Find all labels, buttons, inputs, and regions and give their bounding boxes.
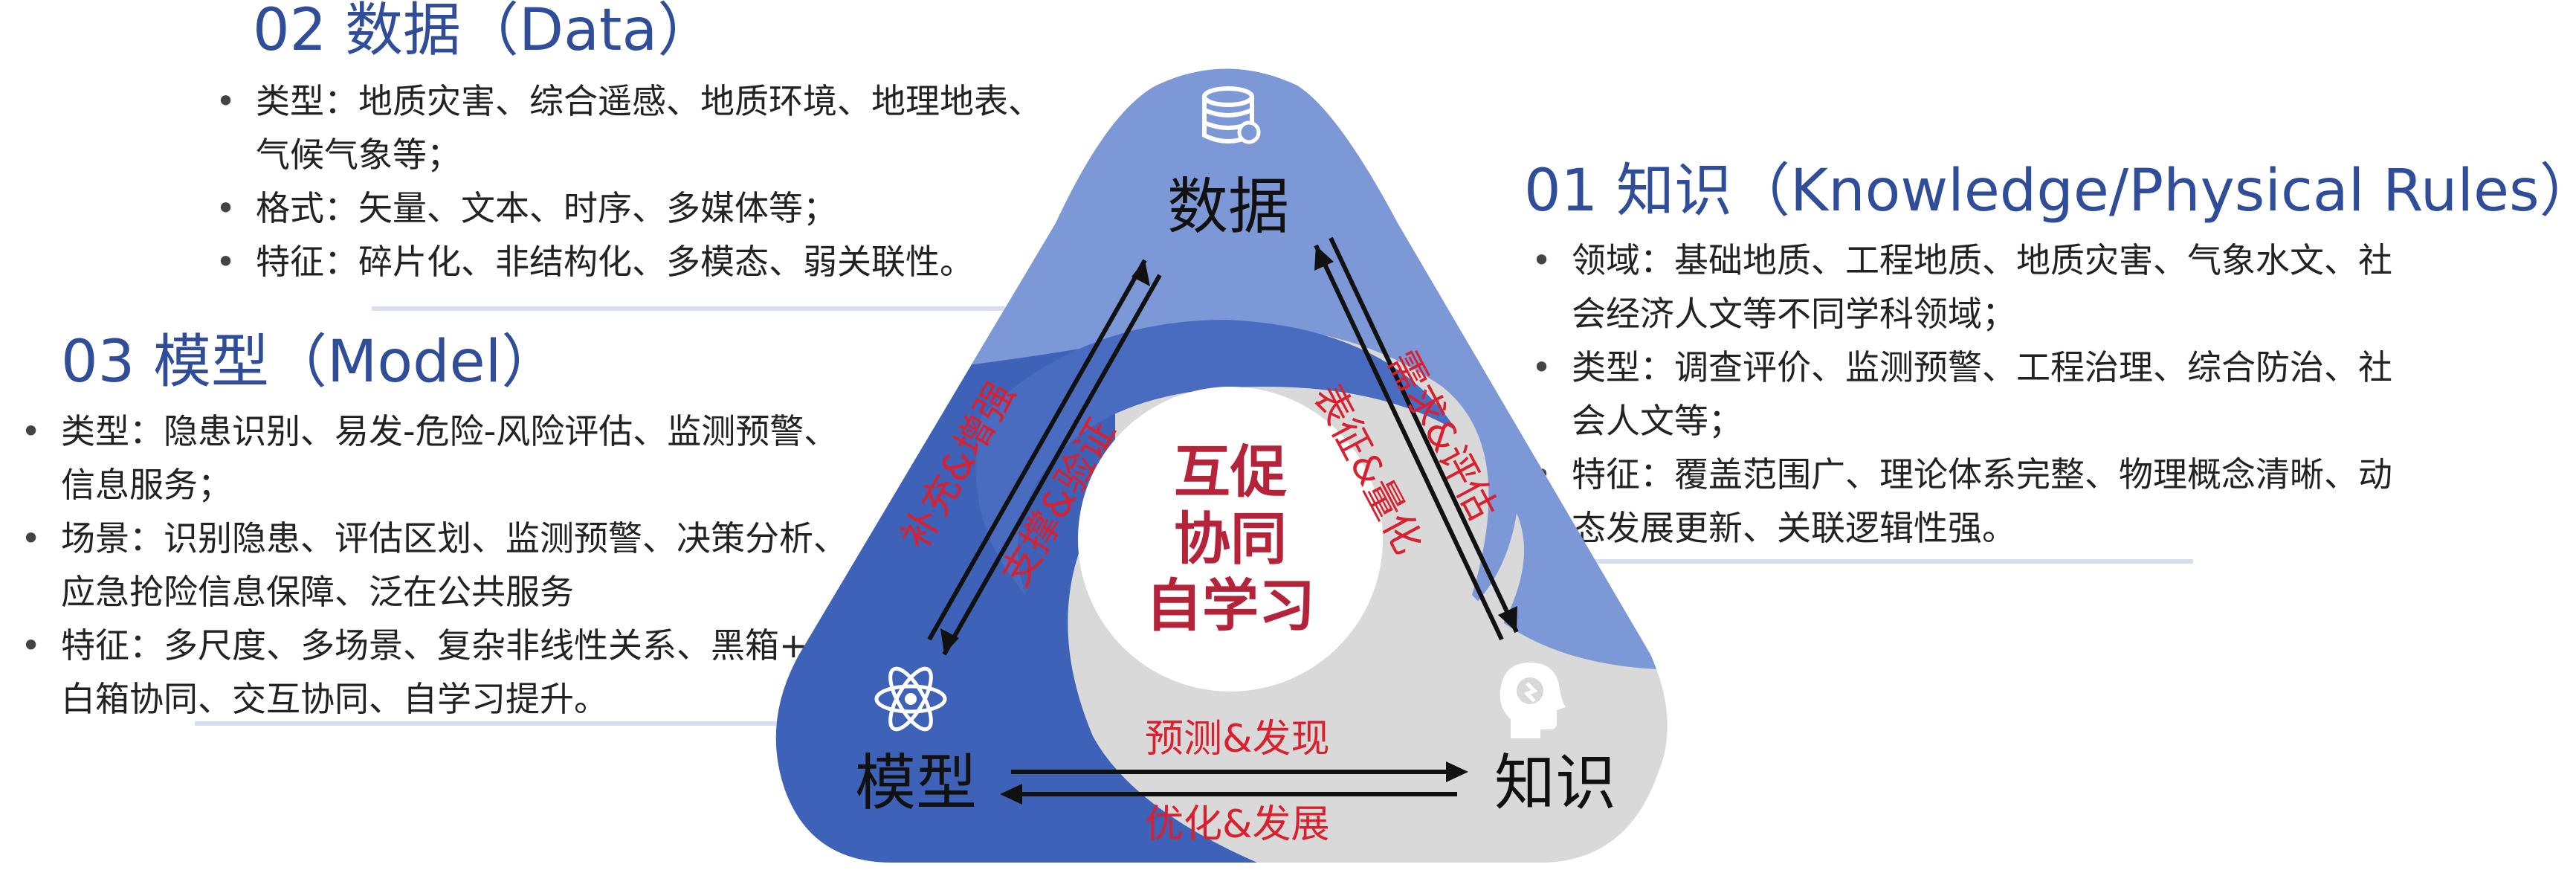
list-item: •类型：调查评价、监测预警、工程治理、综合防治、社 (1526, 341, 2392, 394)
arrow-knowledge-to-data (1314, 244, 1504, 641)
data-panel: •类型：地质灾害、综合遥感、地质环境、地理地表、 气候气象等； •格式：矢量、文… (210, 74, 1042, 289)
model-panel: •类型：隐患识别、易发-危险-风险评估、监测预警、 信息服务； •场景：识别隐患… (15, 405, 848, 726)
model-panel-heading: 03 模型（Model） (61, 329, 560, 396)
arrowhead (1132, 260, 1150, 286)
data-panel-divider (372, 306, 1026, 311)
model-panel-divider (195, 721, 790, 726)
bullet: • (216, 81, 236, 121)
arrowhead (1000, 784, 1022, 805)
center-line-1: 互促 (1174, 439, 1287, 505)
list-item: 信息服务； (61, 465, 232, 505)
list-item: •特征：多尺度、多场景、复杂非线性关系、黑箱+ (15, 619, 848, 672)
list-item: 态发展更新、关联逻辑性强。 (1572, 508, 2016, 548)
arrow-data-to-knowledge (1329, 236, 1519, 634)
bullet: • (21, 518, 42, 558)
arrowhead (940, 628, 959, 654)
arrowhead (1446, 761, 1468, 782)
node-data-label: 数据 (1167, 172, 1290, 242)
node-knowledge-label: 知识 (1494, 748, 1617, 819)
arrowhead (1498, 606, 1517, 632)
data-panel-heading: 02 数据（Data） (253, 0, 716, 64)
list-item: •类型：地质灾害、综合遥感、地质环境、地理地表、 (210, 74, 1042, 128)
list-item: •特征：覆盖范围广、理论体系完整、物理概念清晰、动 (1526, 448, 2392, 501)
edge-label-optimize-develop: 优化&发展 (1145, 802, 1330, 847)
arrowhead (1314, 245, 1334, 271)
list-item: 应急抢险信息保障、泛在公共服务 (61, 572, 574, 612)
list-item: •格式：矢量、文本、时序、多媒体等； (210, 181, 1042, 235)
knowledge-panel-heading: 01 知识（Knowledge/Physical Rules） (1524, 158, 2576, 225)
center-line-3: 自学习 (1146, 573, 1315, 639)
database-icon (1202, 86, 1261, 144)
bullet: • (21, 411, 42, 451)
list-item: •领域：基础地质、工程地质、地质灾害、气象水文、社 (1526, 233, 2392, 287)
arrow-model-to-data (927, 259, 1147, 641)
center-line-2: 协同 (1174, 506, 1287, 572)
edge-label-predict-discover: 预测&发现 (1145, 717, 1330, 761)
knowledge-panel-divider (1584, 559, 2193, 564)
head-lightbulb-icon (1500, 663, 1566, 738)
list-item: 白箱协同、交互协同、自学习提升。 (61, 679, 608, 719)
list-item: 气候气象等； (256, 135, 461, 175)
bullet: • (1531, 347, 1552, 387)
list-item: •特征：碎片化、非结构化、多模态、弱关联性。 (210, 235, 1042, 289)
node-model-label: 模型 (855, 748, 978, 819)
bullet: • (216, 242, 236, 282)
knowledge-panel: •领域：基础地质、工程地质、地质灾害、气象水文、社 会经济人文等不同学科领域； … (1526, 233, 2392, 555)
list-item: •类型：隐患识别、易发-危险-风险评估、监测预警、 (15, 405, 848, 458)
list-item: 会经济人文等不同学科领域； (1572, 294, 2016, 334)
list-item: •场景：识别隐患、评估区划、监测预警、决策分析、 (15, 512, 848, 565)
list-item: 会人文等； (1572, 401, 1743, 441)
center-circle (1078, 387, 1383, 692)
atom-icon (874, 666, 947, 732)
bullet: • (1531, 240, 1552, 280)
center-text: 互促 协同 自学习 (1108, 439, 1353, 639)
bullet: • (21, 625, 42, 666)
arrow-data-to-model (942, 274, 1162, 656)
bullet: • (216, 188, 236, 228)
